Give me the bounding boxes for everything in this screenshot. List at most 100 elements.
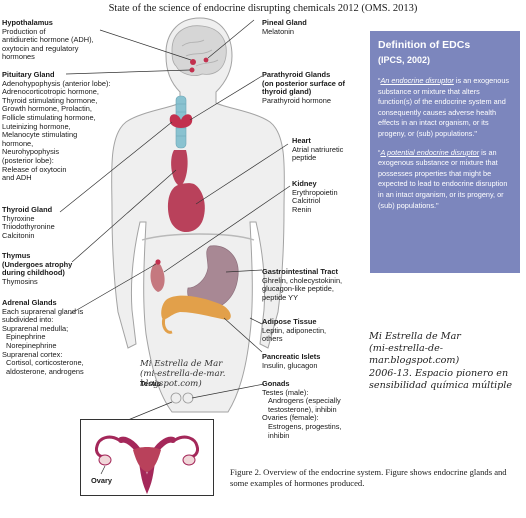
adrenal-line: Suprarenal cortex: [2, 349, 63, 359]
label-thymus: Thymus (Undergoes atrophy during childho… [2, 251, 72, 286]
thymus-heading-note: during childhood) [2, 268, 65, 278]
pineal-line: Melatonin [262, 26, 295, 36]
kidney-line: Erythropoietin [292, 187, 338, 197]
testis-icon [170, 392, 182, 404]
thyroid-line: Triiodothyronine [2, 222, 55, 232]
pituitary-line: Adenohypophysis (anterior lobe): [2, 78, 111, 88]
credit-line: mar.blogspot.com) [369, 355, 460, 367]
credit-line: (mi-estrella-de- [369, 343, 444, 355]
definition-heading: Definition of EDCs [378, 39, 471, 51]
pituitary-line: Thyroid stimulating hormone, [2, 95, 98, 105]
hypothalamus-icon [190, 59, 196, 65]
parathyroid-heading-note: thyroid gland) [262, 87, 312, 97]
gonads-line: Ovaries (female): [262, 413, 319, 423]
definition-text-1: is an exogenous substance or mixture tha… [378, 76, 510, 138]
label-gi-tract: Gastrointestinal Tract Ghrelin, cholecys… [262, 267, 343, 302]
adrenal-line: subdivided into: [2, 315, 54, 325]
hypothalamus-heading: Hypothalamus [2, 18, 53, 27]
adrenal-line: aldosterone, androgens [6, 366, 84, 376]
label-pancreas: Pancreatic Islets Insulin, glucagon [262, 352, 321, 370]
hypothalamus-line: hormones [2, 52, 35, 62]
thyroid-heading: Thyroid Gland [2, 205, 53, 214]
brain-icon [171, 25, 227, 76]
label-ovary: Ovary [91, 476, 112, 485]
heart-heading: Heart [292, 136, 311, 145]
pancreas-heading: Pancreatic Islets [262, 352, 321, 361]
pituitary-line: (posterior lobe): [2, 155, 54, 165]
thyroid-icon [169, 114, 193, 128]
pineal-icon [203, 57, 209, 63]
watermark-line: (mi-estrella-de-mar. [140, 369, 226, 379]
thymus-icon [171, 150, 188, 186]
heart-line: peptide [292, 153, 317, 163]
ovary-inset: Ovary [80, 419, 214, 496]
thymus-line: Thymosins [2, 276, 38, 286]
adrenal-line: Epinephrine [6, 332, 46, 342]
thymus-heading: Thymus [2, 251, 31, 260]
figure-title: State of the science of endocrine disrup… [108, 3, 418, 14]
label-parathyroid: Parathyroid Glands (on posterior surface… [262, 70, 345, 105]
kidney-line: Renin [292, 204, 312, 214]
pituitary-heading: Pituitary Gland [2, 70, 55, 79]
pituitary-line: Follicle stimulating hormone, [2, 112, 96, 122]
parathyroid-line: Parathyroid hormone [262, 95, 332, 105]
gi-heading: Gastrointestinal Tract [262, 267, 338, 276]
pituitary-line: and ADH [2, 173, 32, 183]
gonads-line: testosterone), inhibin [268, 404, 337, 414]
adipose-line: others [262, 334, 283, 344]
watermark-line: Mi Estrella de Mar [140, 359, 223, 369]
label-adrenal: Adrenal Glands Each suprarenal gland is … [2, 298, 84, 376]
pancreas-line: Insulin, glucagon [262, 360, 318, 370]
kidney-icon [150, 262, 165, 292]
definition-term-2: A potential endocrine disruptor [380, 147, 480, 157]
kidney-line: Calcitriol [292, 196, 321, 206]
parathyroid-heading-note: (on posterior surface of [262, 78, 345, 88]
pancreas-icon [161, 295, 231, 320]
label-kidney: Kidney Erythropoietin Calcitriol Renin [292, 179, 338, 214]
adrenal-heading: Adrenal Glands [2, 298, 57, 307]
hypothalamus-line: antidiuretic hormone (ADH), [2, 35, 94, 45]
gi-line: peptide YY [262, 292, 299, 302]
definition-paragraph-1: “An endocrine disruptor is an exogenous … [378, 76, 510, 138]
adipose-heading: Adipose Tissue [262, 317, 317, 326]
gi-line: Ghrelin, cholecystokinin, [262, 275, 343, 285]
ovary-icon [98, 454, 112, 466]
parathyroid-heading: Parathyroid Glands [262, 70, 331, 79]
figure-caption: Figure 2. Overview of the endocrine syst… [230, 467, 507, 488]
heart-line: Atrial natriuretic [292, 144, 344, 154]
definition-box: Definition of EDCs (IPCS, 2002) “An endo… [370, 31, 520, 273]
label-heart: Heart Atrial natriuretic peptide [292, 136, 344, 163]
gonads-line: Androgens (especially [268, 396, 341, 406]
adrenal-line: Norepinephrine [6, 340, 57, 350]
gi-line: glucagon-like peptide, [262, 284, 334, 294]
gonads-heading: Gonads [262, 379, 290, 388]
adrenal-icon [155, 259, 161, 265]
label-testis: Testis [140, 379, 161, 388]
pituitary-line: Release of oxytocin [2, 164, 67, 174]
thyroid-line: Thyroxine [2, 213, 35, 223]
gonads-line: Testes (male): [262, 387, 309, 397]
label-pituitary: Pituitary Gland Adenohypophysis (anterio… [2, 70, 111, 183]
adipose-line: Leptin, adiponectin, [262, 325, 327, 335]
body-watermark: Mi Estrella de Mar (mi-estrella-de-mar. … [140, 359, 225, 389]
adrenal-line: Suprarenal medulla; [2, 323, 69, 333]
label-hypothalamus: Hypothalamus Production of antidiuretic … [2, 18, 94, 62]
pituitary-line: hormone, [2, 138, 34, 148]
label-pineal: Pineal Gland Melatonin [262, 18, 307, 36]
adrenal-line: Cortisol, corticosterone, [6, 358, 84, 368]
kidney-heading: Kidney [292, 179, 317, 188]
pituitary-line: Adrenocorticotropic hormone, [2, 87, 99, 97]
adrenal-line: Each suprarenal gland is [2, 306, 84, 316]
pituitary-line: Luteinizing hormone, [2, 121, 71, 131]
gonads-line: Estrogens, progestins, [268, 421, 342, 431]
watermark-line: blogspot.com) [140, 379, 202, 389]
pituitary-line: Melanocyte stimulating [2, 130, 78, 140]
pituitary-icon [189, 67, 195, 73]
pituitary-line: Growth hormone, Prolactin, [2, 104, 92, 114]
pineal-heading: Pineal Gland [262, 18, 307, 27]
label-thyroid: Thyroid Gland Thyroxine Triiodothyronine… [2, 205, 55, 240]
definition-paragraph-2: “A potential endocrine disruptor is an e… [378, 147, 508, 210]
heart-icon [167, 183, 205, 233]
credit-line: Mi Estrella de Mar [369, 331, 461, 342]
